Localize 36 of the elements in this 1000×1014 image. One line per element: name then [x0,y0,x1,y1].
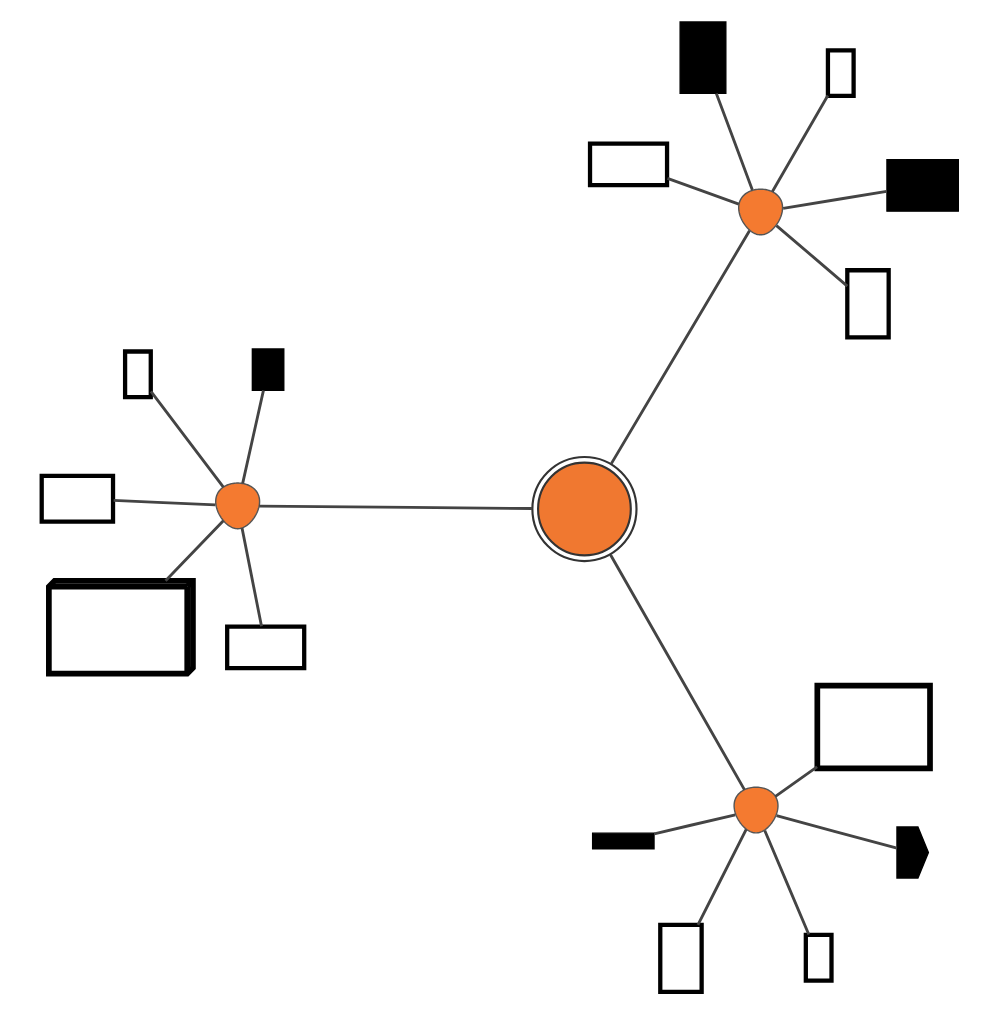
node-window [39,473,116,524]
connector [667,177,740,206]
connector [609,230,751,465]
node-circle [531,455,638,563]
connector [774,765,818,798]
connector [653,813,736,836]
node-phone [825,48,856,99]
connector [776,814,898,850]
connector [715,93,754,191]
node-tablet [845,268,891,340]
connector [696,828,748,926]
connector [259,504,533,510]
connector [775,224,849,288]
node-person [215,482,261,530]
node-monitor [814,682,933,772]
connector [771,94,830,193]
node-player [251,348,285,392]
node-tablet [658,922,704,995]
node-handset [896,826,930,879]
connector [763,830,811,935]
connector [241,390,265,484]
connector [782,189,887,210]
node-phone [803,932,834,983]
node-laptop [587,141,670,188]
connector [113,498,216,507]
node-router [591,832,655,850]
connector [240,527,263,627]
connector [164,519,225,582]
node-camera [679,21,727,95]
node-phone [122,349,153,400]
node-laptop [225,624,307,671]
connector [609,554,746,791]
connector [149,390,225,488]
node-person [733,786,779,834]
node-person [737,188,784,236]
node-printer [886,159,959,212]
